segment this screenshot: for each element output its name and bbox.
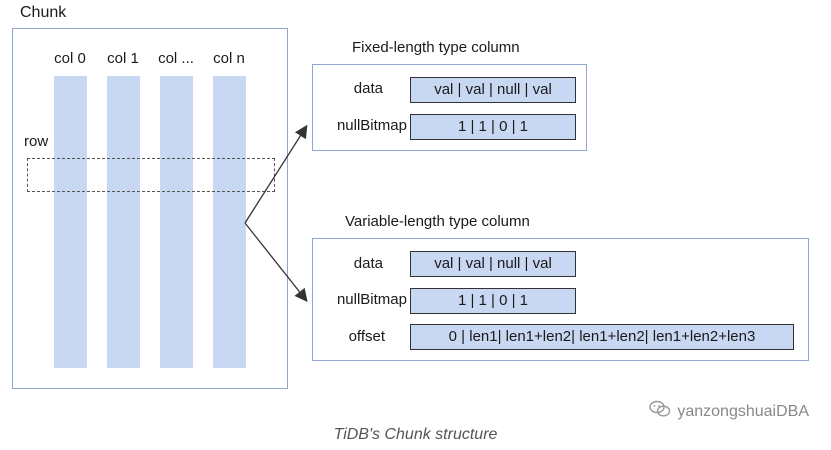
fixed-data-cells: val | val | null | val — [410, 77, 576, 103]
column-label-0: col 0 — [54, 50, 86, 67]
column-bar-2 — [160, 76, 193, 368]
column-bar-0 — [54, 76, 87, 368]
chunk-box — [12, 28, 288, 389]
variable-offset-label: offset — [348, 328, 385, 345]
column-label-3: col n — [213, 50, 245, 67]
variable-bitmap-cells: 1 | 1 | 0 | 1 — [410, 288, 576, 314]
fixed-bitmap-label: nullBitmap — [336, 117, 407, 134]
chunk-title: Chunk — [20, 4, 67, 21]
row-label: row — [24, 133, 49, 150]
column-label-2: col ... — [158, 50, 194, 67]
variable-section-title: Variable-length type column — [345, 213, 530, 230]
column-label-1: col 1 — [107, 50, 139, 67]
variable-offset-cells: 0 | len1| len1+len2| len1+len2| len1+len… — [410, 324, 794, 350]
fixed-bitmap-cells: 1 | 1 | 0 | 1 — [410, 114, 576, 140]
variable-data-label: data — [353, 255, 383, 272]
figure-caption: TiDB's Chunk structure — [333, 426, 498, 443]
watermark-text: yanzongshuaiDBA — [677, 402, 809, 420]
watermark: yanzongshuaiDBA — [649, 400, 809, 423]
variable-bitmap-label: nullBitmap — [336, 291, 407, 308]
column-bar-3 — [213, 76, 246, 368]
column-bar-1 — [107, 76, 140, 368]
arrow-to-variable — [244, 222, 308, 303]
arrow-to-fixed — [244, 124, 308, 224]
fixed-section-title: Fixed-length type column — [352, 39, 520, 56]
fixed-data-label: data — [353, 80, 383, 97]
variable-data-cells: val | val | null | val — [410, 251, 576, 277]
wechat-icon — [649, 400, 671, 423]
row-highlight — [27, 158, 275, 192]
